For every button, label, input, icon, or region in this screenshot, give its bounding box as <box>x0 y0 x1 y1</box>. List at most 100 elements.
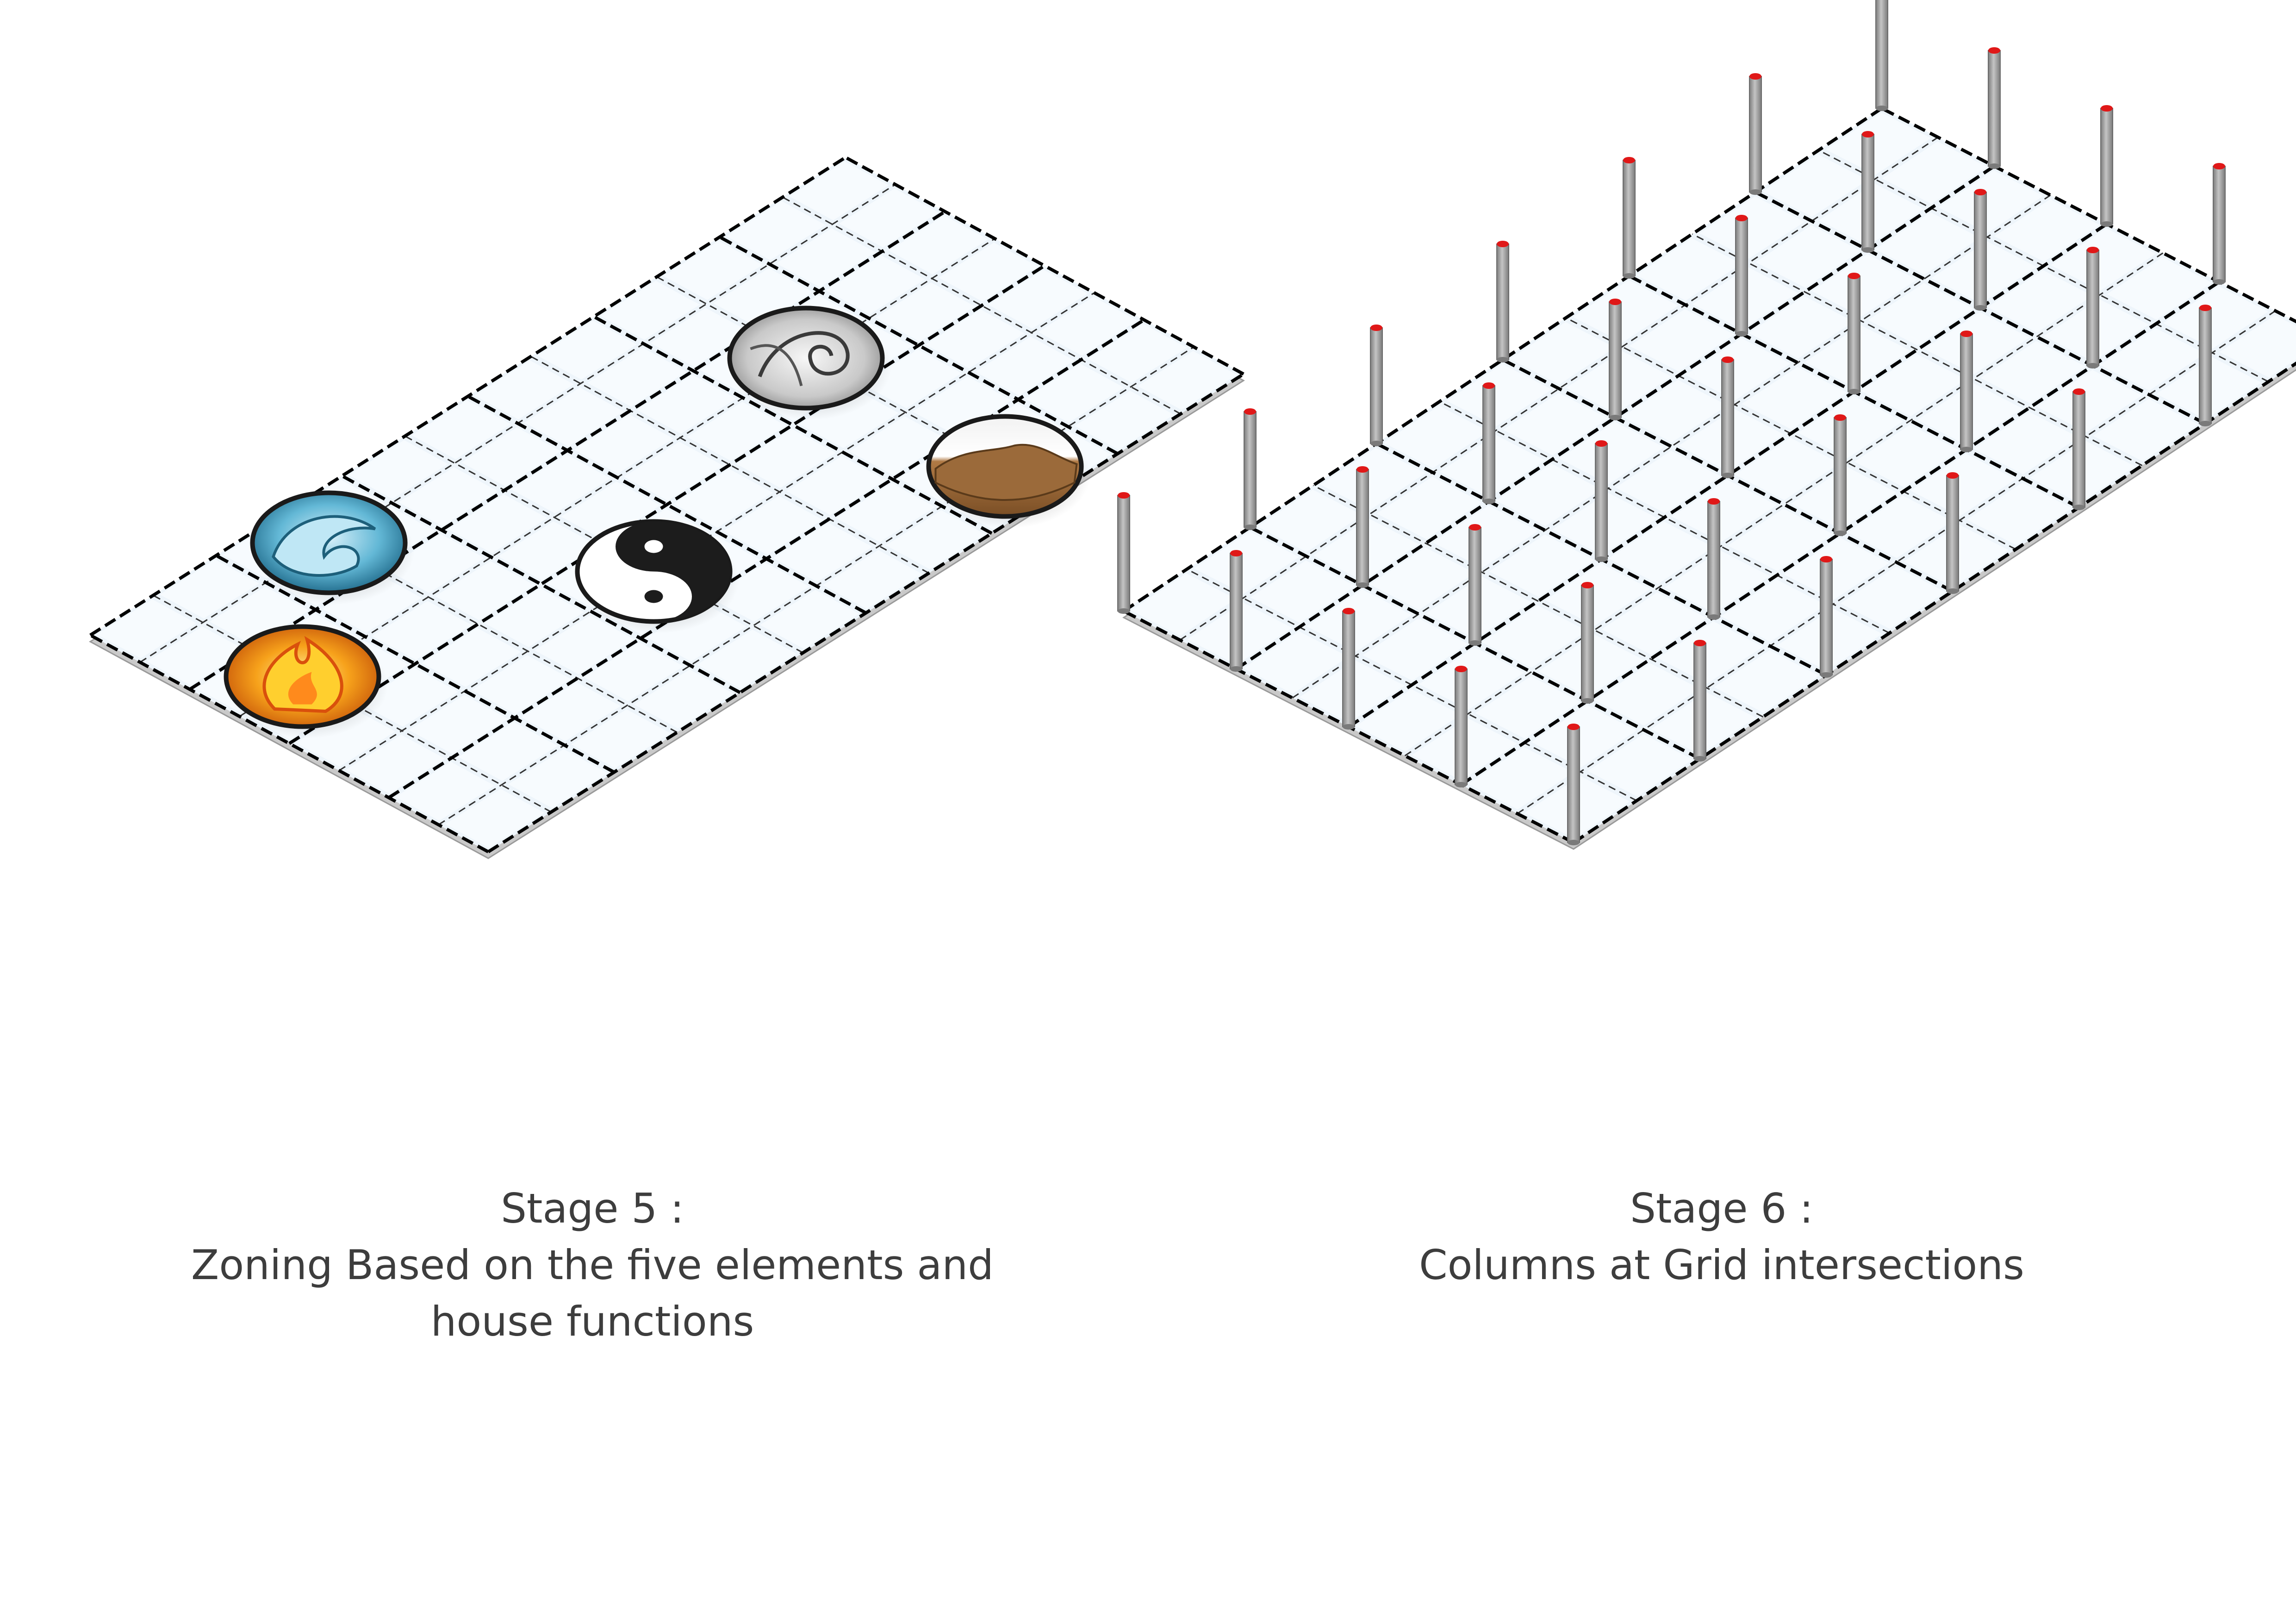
stage5-element-icons <box>224 306 1091 739</box>
column-base <box>1230 666 1242 672</box>
stage6-tile <box>1798 396 1904 458</box>
column-cap <box>1820 556 1832 562</box>
column-shaft <box>1861 134 1874 250</box>
stage5-tile <box>561 481 660 541</box>
stage5-tile <box>521 682 621 741</box>
stage5-tile <box>723 496 823 555</box>
stage6-tile <box>1257 489 1363 552</box>
stage5-minor-line <box>530 356 929 574</box>
stage5-tile <box>647 602 747 662</box>
stage6-tile <box>1376 476 1482 539</box>
column-shaft <box>1820 559 1833 675</box>
stage5-tile <box>600 281 700 340</box>
stage5-tile <box>409 695 508 754</box>
column-shaft <box>1342 611 1355 727</box>
stage6-tile <box>1503 393 1608 456</box>
stage6-tile <box>1419 647 1524 710</box>
column-base <box>1722 473 1734 478</box>
stage5-tile <box>508 749 608 808</box>
column <box>1820 556 1833 678</box>
stage6-minor-line <box>1292 194 2051 699</box>
stage5-tile <box>571 709 671 768</box>
stage6-tile <box>1748 296 1854 359</box>
stage6-tile <box>1825 112 1931 175</box>
column <box>1595 440 1608 562</box>
column <box>1988 47 2001 169</box>
column <box>2100 105 2113 227</box>
column-base <box>2101 221 2113 227</box>
column-cap <box>1749 73 1761 80</box>
stage5-tile <box>663 241 763 300</box>
column-base <box>1595 556 1607 562</box>
stage5-major-line <box>593 315 993 535</box>
stage6-tile <box>2093 399 2198 462</box>
stage6-tile <box>1728 508 1833 571</box>
column-base <box>1581 698 1593 704</box>
stage6-tile <box>1671 480 1777 542</box>
column-base <box>1568 840 1580 845</box>
stage6-tile <box>1657 621 1763 684</box>
stage5-tile <box>988 269 1088 329</box>
stage6-columns <box>1117 0 2226 845</box>
stage5-tile <box>939 243 1038 302</box>
column-cap <box>1708 498 1720 505</box>
stage5-tile <box>1075 391 1174 450</box>
stage6-tile <box>1882 141 1987 204</box>
air-swirl <box>758 331 850 377</box>
stage5-tile <box>395 762 495 821</box>
stage5-tile <box>1088 324 1187 383</box>
stage5-tile <box>650 308 750 367</box>
column-base <box>1244 525 1256 530</box>
stage6-tile <box>1615 450 1721 513</box>
stage5-tile <box>823 550 922 609</box>
stage5-caption: Stage 5 : Zoning Based on the five eleme… <box>74 1181 1111 1350</box>
column-base <box>1834 531 1846 536</box>
column-base <box>1623 273 1635 279</box>
stage5-tile <box>836 483 935 542</box>
column-cap <box>1974 189 1986 195</box>
column-cap <box>2101 105 2113 112</box>
stage5-major-line <box>89 633 489 854</box>
stage6-tile <box>1510 322 1615 385</box>
stage5-tile <box>697 630 796 689</box>
column-cap <box>1581 582 1593 588</box>
stage6-tile <box>1131 573 1236 636</box>
stage6-tile <box>1601 592 1707 655</box>
column-cap <box>2199 305 2211 311</box>
column <box>1974 189 1987 311</box>
stage5-tile <box>385 534 485 593</box>
stage5-minor-line <box>153 594 552 813</box>
stage5-tile <box>461 427 561 487</box>
stage6-tile <box>2050 228 2156 291</box>
stage6-tile <box>1980 341 2086 404</box>
column-shaft <box>1244 411 1257 528</box>
stage5-tile <box>448 494 548 553</box>
stage6-tile <box>2036 370 2142 432</box>
stage6-tile <box>2163 286 2269 349</box>
stage6-tile <box>1496 463 1601 526</box>
stage6-tile <box>1475 676 1580 739</box>
column <box>2199 305 2212 426</box>
stage5-tile <box>736 429 836 488</box>
column <box>1482 382 1495 504</box>
stage6-tile <box>1854 425 1960 487</box>
column <box>1623 157 1636 279</box>
column-base <box>1469 640 1481 646</box>
column-shaft <box>2086 250 2099 366</box>
stage5-tile <box>398 467 498 526</box>
stage5-major-line <box>487 373 1244 853</box>
column-base <box>1118 608 1130 614</box>
column-shaft <box>1117 495 1130 612</box>
column <box>1707 498 1720 620</box>
column <box>1244 408 1257 530</box>
earth-ground-shape <box>934 443 1078 501</box>
stage5-tile <box>713 268 813 327</box>
stage5-tile <box>776 228 876 287</box>
stage5-tile <box>372 601 472 660</box>
column-cap <box>1862 131 1874 137</box>
stage6-tile <box>1608 521 1714 584</box>
stage6-tile <box>1306 589 1412 652</box>
yin-dot <box>644 540 663 553</box>
column-cap <box>1370 325 1382 331</box>
